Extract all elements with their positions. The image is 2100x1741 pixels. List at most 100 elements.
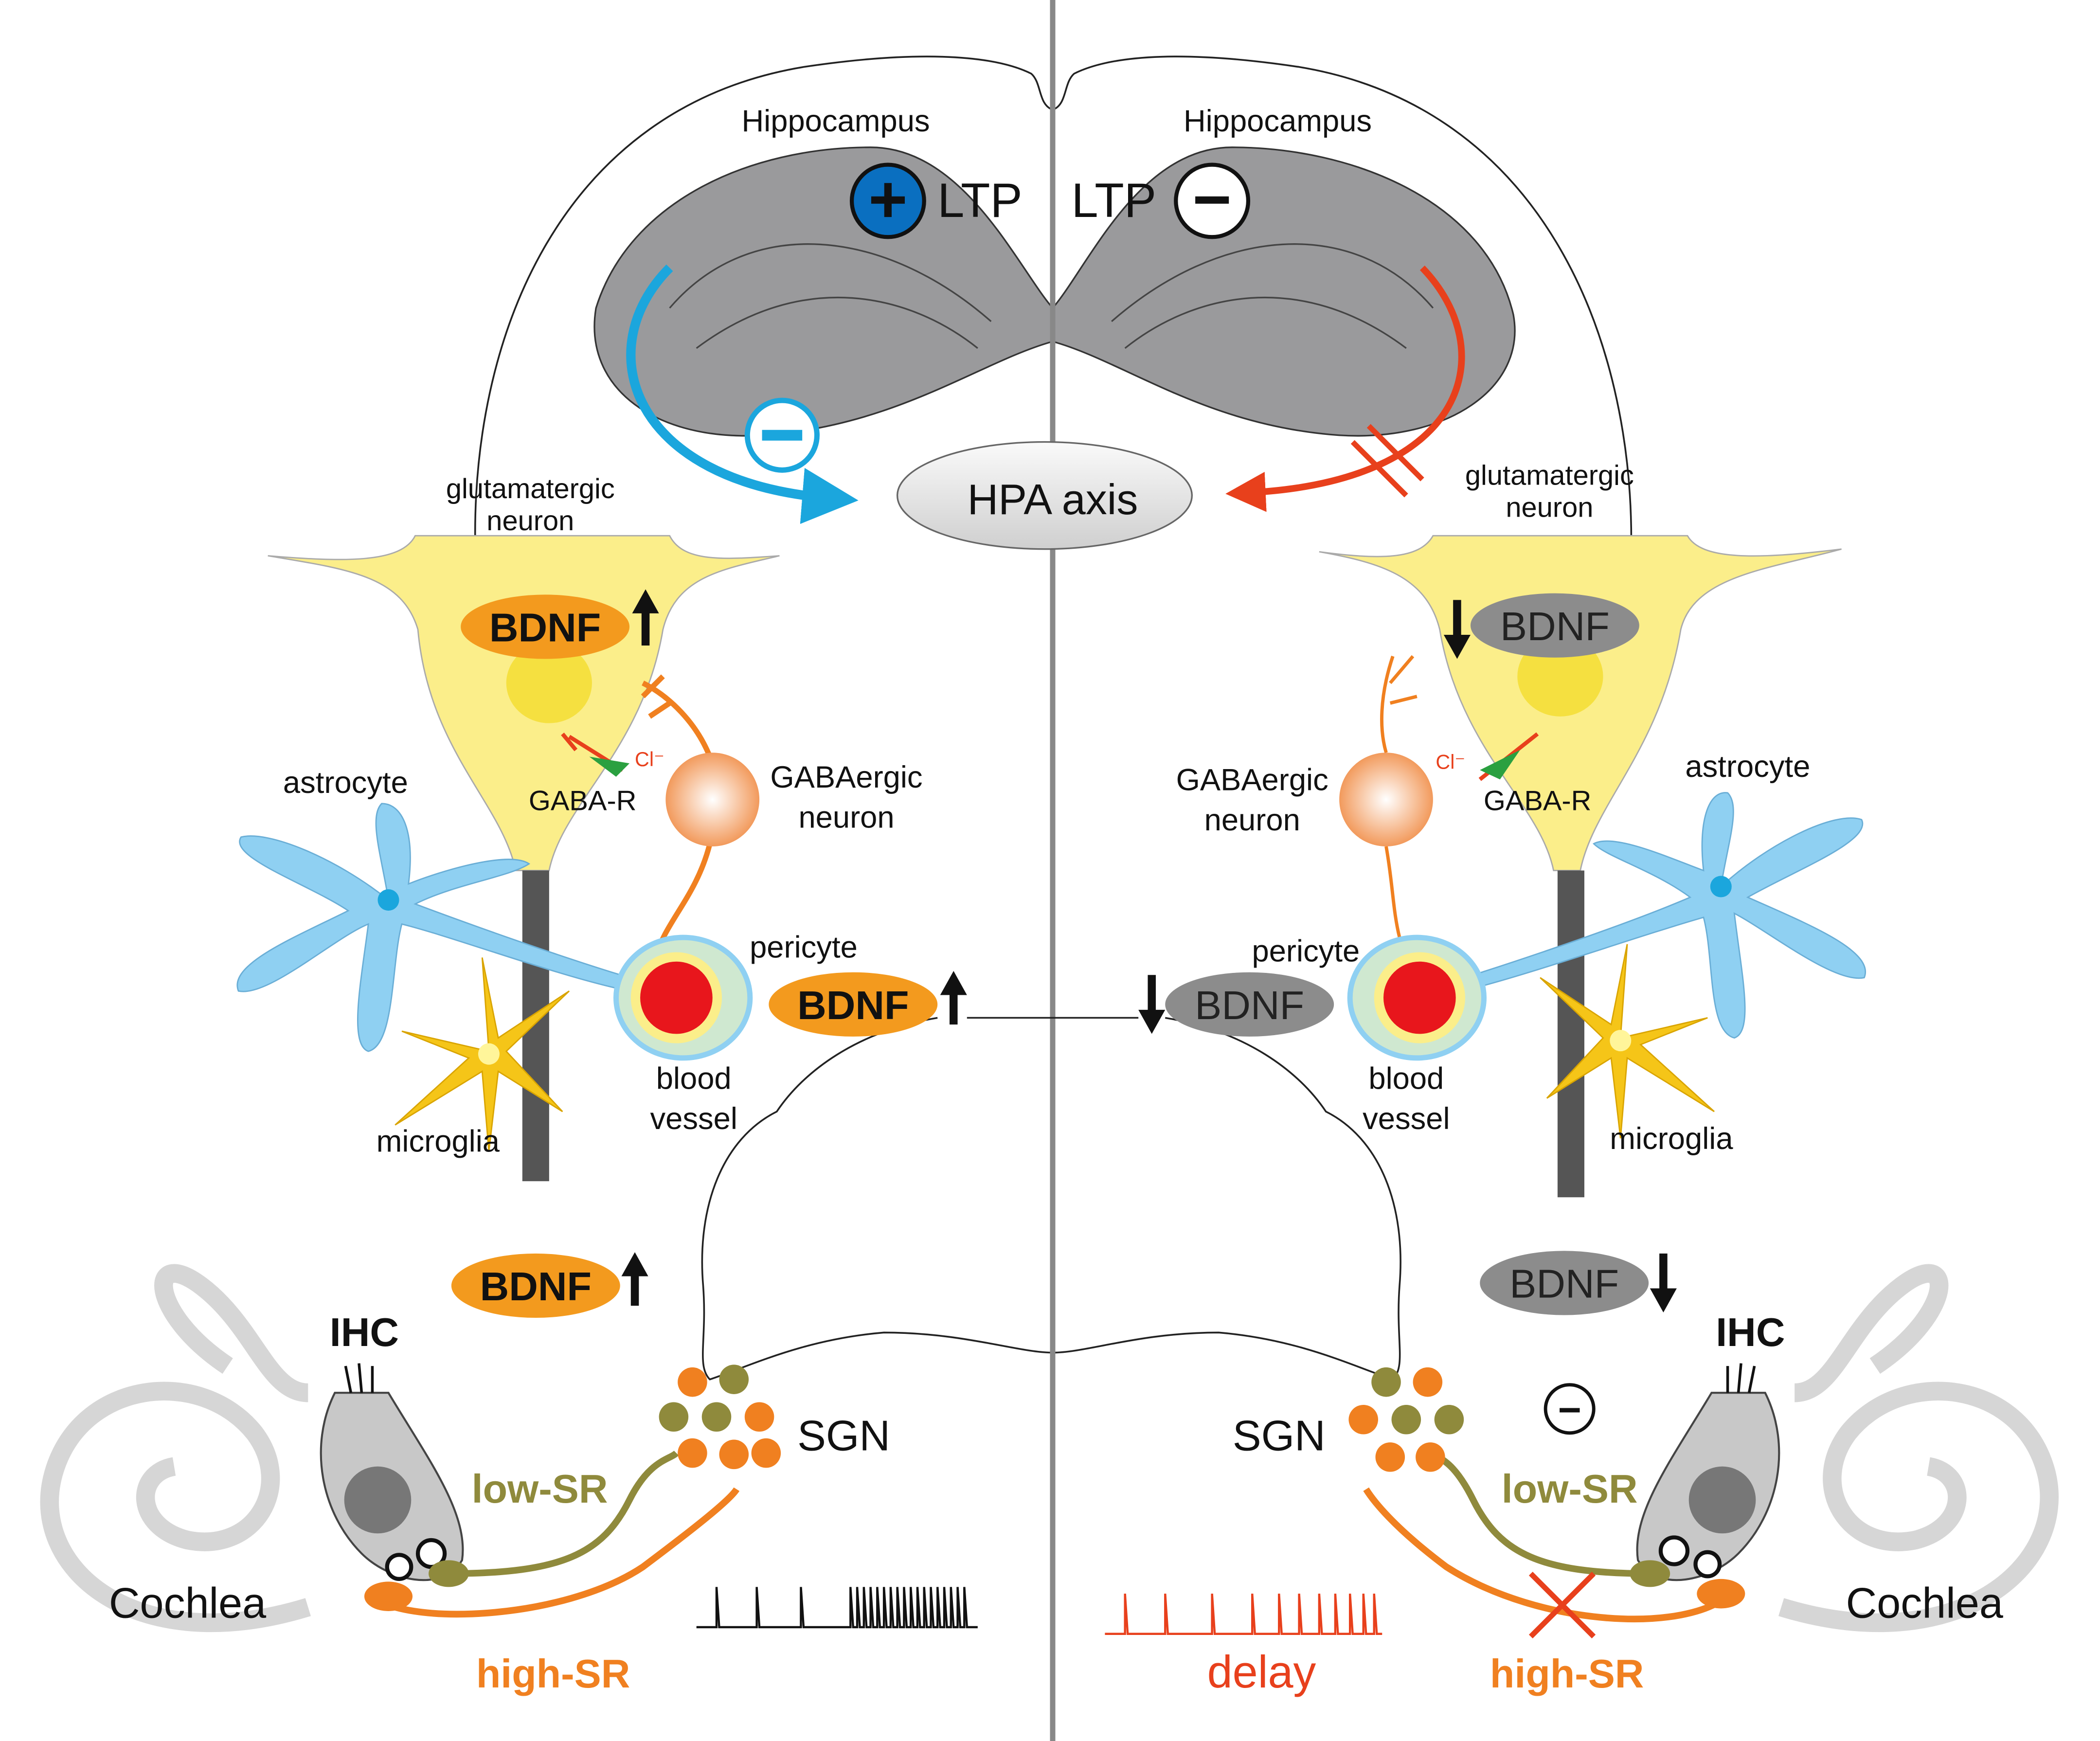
right-low-sr-fiber bbox=[1431, 1450, 1650, 1577]
minus-icon bbox=[1174, 162, 1251, 239]
left-low-sr-terminal bbox=[429, 1560, 469, 1587]
blue-minus-bar bbox=[762, 430, 803, 441]
left-gabaergic-label-2: neuron bbox=[798, 800, 894, 834]
left-gabaergic-neuron bbox=[665, 753, 760, 846]
left-gaba-r-label: GABA-R bbox=[529, 786, 637, 817]
red-arrow bbox=[1225, 265, 1465, 512]
left-bdnf-neuron: BDNF bbox=[489, 605, 601, 650]
left-astrocyte-label: astrocyte bbox=[283, 766, 408, 800]
right-ihc-nucleus bbox=[1688, 1466, 1756, 1534]
left-glut-label-2: neuron bbox=[486, 505, 574, 537]
arrow-up-icon bbox=[632, 589, 659, 646]
left-low-sr-label: low-SR bbox=[472, 1466, 608, 1511]
sgn-minus-sign: − bbox=[1558, 1387, 1581, 1433]
right-cl-label: Cl⁻ bbox=[1436, 751, 1465, 773]
left-gabaergic-label: GABAergic bbox=[770, 760, 922, 794]
right-bdnf-cochlear-badge bbox=[1480, 1251, 1649, 1315]
left-ribbon bbox=[385, 1553, 413, 1581]
left-cl-label: Cl⁻ bbox=[635, 748, 664, 771]
right-gabaergic-neuron bbox=[1339, 753, 1433, 846]
right-stereocilia bbox=[1726, 1363, 1756, 1393]
left-high-sr-fiber bbox=[366, 1487, 740, 1618]
left-high-sr-terminal bbox=[364, 1581, 413, 1611]
left-cochlea-label: Cochlea bbox=[109, 1579, 266, 1627]
right-gaba-r-label: GABA-R bbox=[1484, 786, 1592, 817]
right-astrocyte-label: astrocyte bbox=[1685, 750, 1810, 784]
left-stereocilia bbox=[344, 1363, 374, 1393]
delay-label: delay bbox=[1207, 1646, 1316, 1697]
right-sgn-cluster bbox=[1348, 1367, 1464, 1472]
right-high-sr-label: high-SR bbox=[1490, 1651, 1644, 1696]
left-glut-label: glutamatergic bbox=[446, 473, 615, 504]
left-microglia-label: microglia bbox=[377, 1125, 500, 1159]
left-gaba-axon bbox=[641, 674, 713, 958]
hippocampus-shape bbox=[593, 146, 1516, 437]
right-pericyte-label: pericyte bbox=[1252, 934, 1360, 969]
left-spike-train bbox=[696, 1587, 978, 1629]
left-blood-vessel bbox=[640, 961, 713, 1034]
right-astrocyte-nucleus bbox=[1710, 876, 1732, 897]
right-ihc-label: IHC bbox=[1716, 1310, 1785, 1355]
right-microglia-nucleus bbox=[1610, 1030, 1632, 1052]
blocked-x-icon bbox=[1528, 1571, 1596, 1639]
right-bdnf-neuron: BDNF bbox=[1500, 604, 1610, 649]
left-cochlea bbox=[40, 1264, 311, 1633]
left-pericyte-label: pericyte bbox=[750, 930, 858, 964]
left-ihc-label: IHC bbox=[330, 1310, 399, 1355]
right-bdnf-neuron-badge bbox=[1470, 593, 1639, 658]
plus-sign: + bbox=[868, 162, 907, 237]
right-ltp-label: LTP bbox=[1072, 174, 1156, 228]
left-astrocyte-nucleus bbox=[377, 889, 399, 911]
right-glut-label: glutamatergic bbox=[1465, 460, 1634, 491]
right-gabaergic-label: GABAergic bbox=[1176, 763, 1328, 797]
right-sgn-label: SGN bbox=[1233, 1412, 1326, 1460]
left-low-sr-fiber bbox=[449, 1450, 679, 1577]
arrow-down-icon bbox=[1138, 975, 1166, 1034]
hippocampus-folds bbox=[669, 243, 1434, 349]
left-astrocyte bbox=[236, 803, 630, 1052]
right-bdnf-cochlear: BDNF bbox=[1509, 1261, 1619, 1307]
left-gaba-receptor bbox=[589, 756, 630, 777]
left-bdnf-cochlear: BDNF bbox=[480, 1264, 592, 1309]
right-vessel-label: vessel bbox=[1363, 1102, 1450, 1136]
right-low-sr-terminal bbox=[1630, 1560, 1670, 1587]
hpa-axis-ellipse bbox=[896, 441, 1193, 550]
left-blood-label: blood bbox=[656, 1061, 732, 1095]
right-microglia-label: microglia bbox=[1610, 1122, 1733, 1156]
left-bdnf-cochlear-badge bbox=[451, 1253, 620, 1318]
sgn-minus-icon bbox=[1544, 1383, 1596, 1435]
left-vessel-label: vessel bbox=[650, 1102, 737, 1136]
right-bdnf-vessel: BDNF bbox=[1195, 983, 1304, 1028]
left-high-sr-label: high-SR bbox=[476, 1651, 630, 1696]
right-cochlea-label: Cochlea bbox=[1846, 1579, 2003, 1627]
left-bdnf-neuron-badge bbox=[461, 594, 630, 659]
right-astrocyte bbox=[1472, 792, 1866, 1039]
minus-sign: − bbox=[1192, 162, 1231, 237]
right-glut-label-2: neuron bbox=[1506, 492, 1593, 523]
right-blood-label: blood bbox=[1368, 1061, 1444, 1095]
right-bdnf-vessel-badge bbox=[1165, 972, 1334, 1037]
right-ribbon bbox=[1693, 1550, 1722, 1579]
right-gabaergic-label-2: neuron bbox=[1204, 803, 1300, 837]
right-low-sr-label: low-SR bbox=[1502, 1466, 1638, 1511]
right-ribbon bbox=[1658, 1535, 1690, 1566]
left-sgn-label: SGN bbox=[797, 1412, 890, 1460]
arrow-up-icon bbox=[621, 1252, 648, 1306]
arrow-down-icon bbox=[1650, 1253, 1677, 1313]
arrow-up-icon bbox=[940, 970, 967, 1025]
right-high-sr-fiber bbox=[1363, 1487, 1733, 1623]
left-ribbon bbox=[415, 1538, 447, 1569]
right-hippocampus-label: Hippocampus bbox=[1184, 104, 1372, 138]
right-gaba-receptor bbox=[1480, 750, 1520, 780]
left-hippocampus-label: Hippocampus bbox=[741, 104, 930, 138]
blocked-slash-icon bbox=[1350, 424, 1424, 498]
left-ihc-nucleus bbox=[344, 1466, 412, 1534]
left-nucleus bbox=[506, 643, 592, 723]
right-axon bbox=[1557, 870, 1584, 1198]
left-ltp-label: LTP bbox=[937, 174, 1022, 228]
left-bdnf-vessel-badge bbox=[769, 972, 938, 1037]
right-gaba-axon bbox=[1380, 655, 1418, 938]
arrow-down-icon bbox=[1443, 600, 1471, 659]
right-spike-train bbox=[1105, 1594, 1382, 1635]
